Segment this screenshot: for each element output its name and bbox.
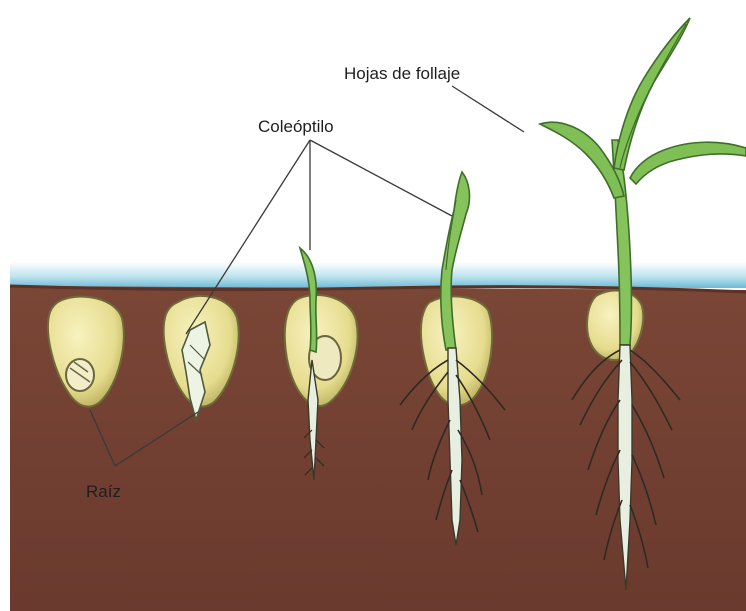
coleoptile-label: Coleóptilo <box>258 117 334 137</box>
foliage-label: Hojas de follaje <box>344 64 460 84</box>
water-line <box>10 262 746 288</box>
root-label: Raíz <box>86 482 121 502</box>
